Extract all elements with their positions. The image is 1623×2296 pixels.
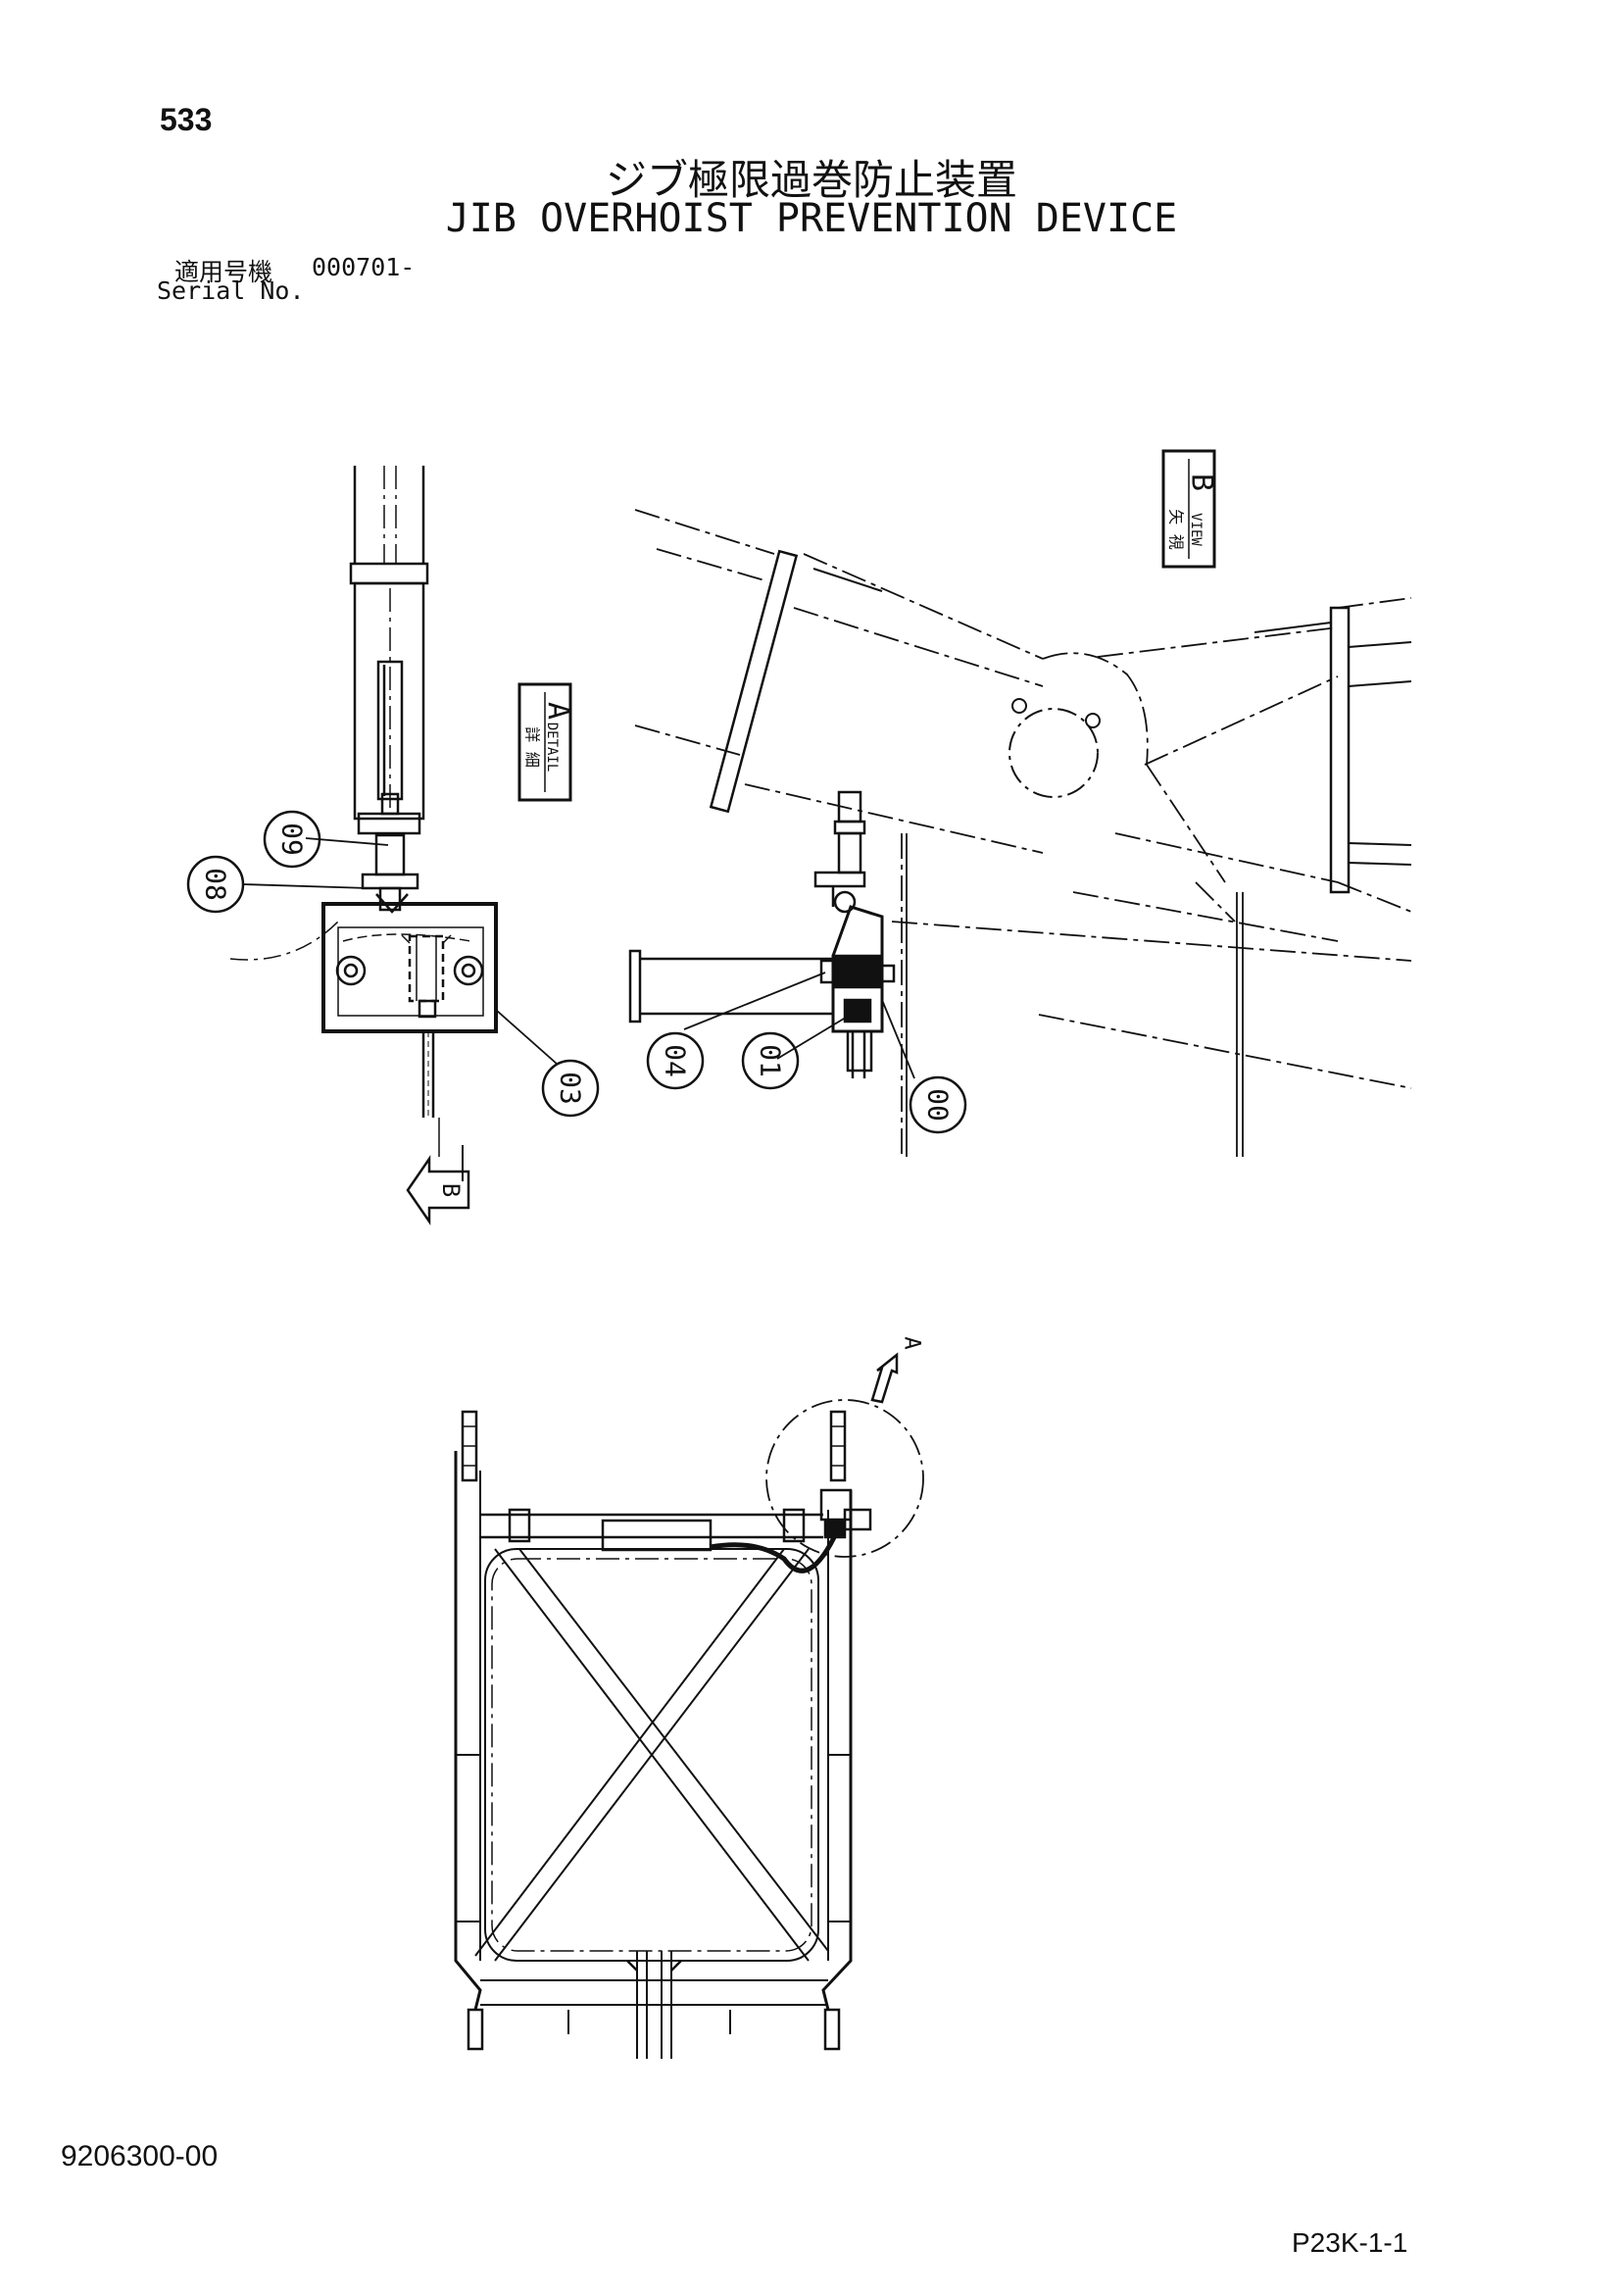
detail-label-box — [517, 682, 572, 802]
detail-a-circle — [765, 1399, 924, 1558]
serial-value: 000701- — [312, 253, 416, 281]
arrow-a-letter: A — [900, 1336, 924, 1349]
title-english: JIB OVERHOIST PREVENTION DEVICE — [445, 196, 1178, 241]
detail-letter: A — [541, 702, 575, 720]
view-b-drawing — [628, 509, 1412, 1157]
page-number: 533 — [160, 102, 213, 137]
callout-09-circle — [263, 810, 321, 869]
detail-label-en: DETAIL — [544, 723, 560, 773]
callout-01: 01 — [755, 1044, 787, 1077]
serial-label-english: Serial No. — [157, 276, 305, 305]
callout-03: 03 — [555, 1072, 587, 1105]
view-label-jp: 矢 視 — [1167, 509, 1186, 550]
callout-04-circle — [646, 1031, 705, 1090]
serial-label-japanese: 適用号機 — [174, 258, 273, 286]
detail-label-jp: 詳 細 — [523, 726, 542, 768]
callout-09: 09 — [276, 823, 309, 856]
view-letter: B — [1185, 474, 1219, 491]
title-japanese: ジブ極限過巻防止装置 — [605, 156, 1017, 204]
callout-04: 04 — [660, 1044, 692, 1077]
arrow-b-letter: B — [437, 1183, 465, 1197]
callout-00: 00 — [922, 1088, 955, 1122]
callout-01-circle — [741, 1031, 800, 1090]
view-label-box — [1161, 449, 1216, 569]
detail-a-view — [229, 466, 498, 1157]
callout-03-circle — [541, 1059, 600, 1118]
view-b-arrow — [406, 1145, 470, 1226]
detail-a-arrow — [870, 1352, 899, 1404]
page-code: P23K-1-1 — [1292, 2227, 1408, 2258]
callout-08-circle — [186, 855, 245, 914]
callout-08: 08 — [200, 868, 232, 901]
callout-00-circle — [909, 1075, 967, 1134]
view-label-en: VIEW — [1188, 513, 1204, 546]
frame-plan-view — [454, 1410, 872, 2059]
drawing-number: 9206300-00 — [61, 2140, 219, 2172]
